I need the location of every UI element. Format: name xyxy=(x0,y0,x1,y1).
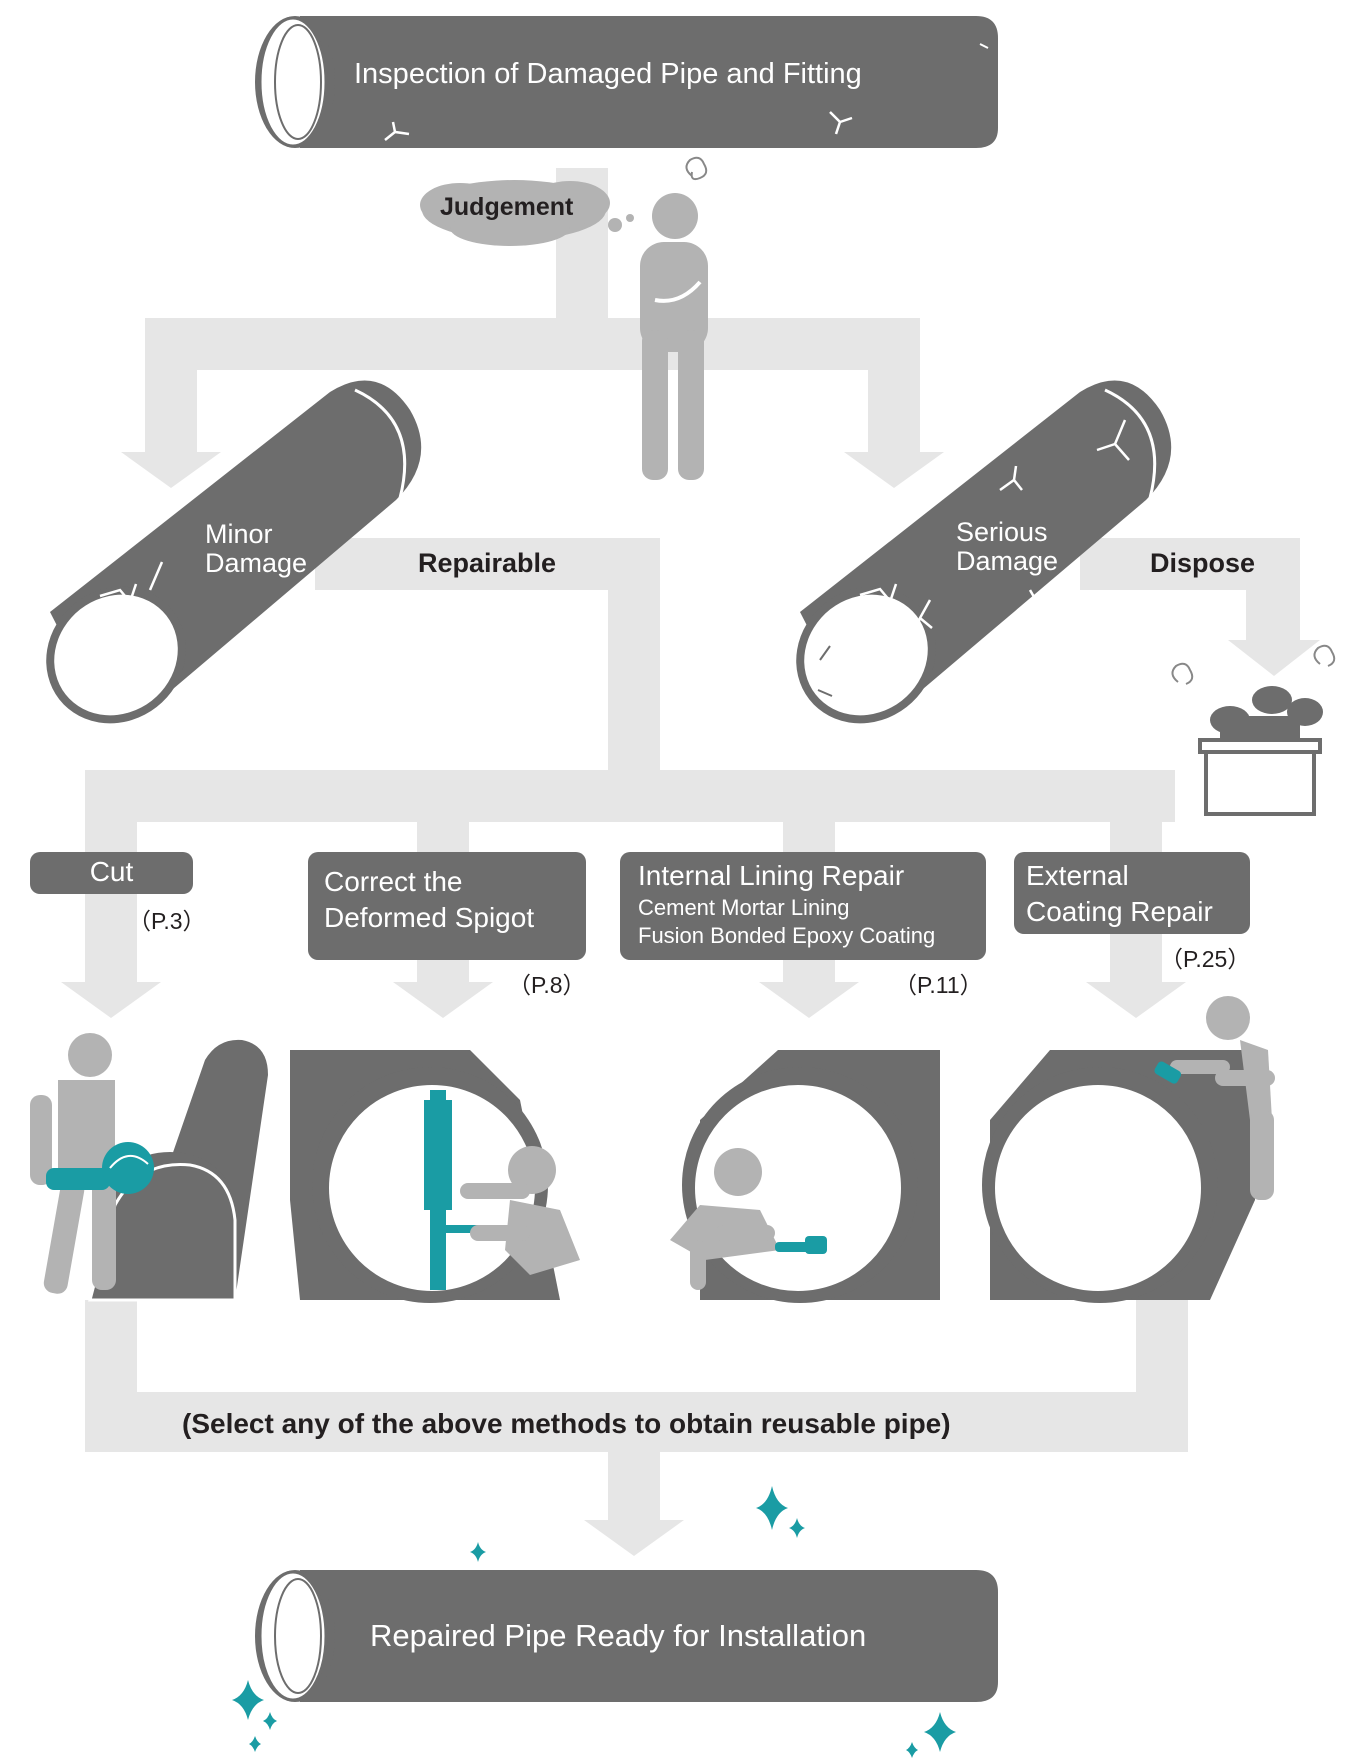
sparkle-icon xyxy=(249,1736,261,1752)
sparkle-icon xyxy=(924,1712,956,1752)
inspection-pipe xyxy=(255,16,998,148)
external-coating-illustration xyxy=(982,996,1275,1303)
method-correct-spigot-box: Correct the Deformed Spigot xyxy=(308,852,586,960)
method-correct-spigot-title-line1: Correct the xyxy=(324,866,463,897)
judgement-label: Judgement xyxy=(440,193,574,221)
minor-damage-label: Minor Damage xyxy=(205,520,307,578)
sparkle-icon xyxy=(470,1542,486,1562)
sparkle-icon xyxy=(232,1680,264,1720)
method-correct-spigot-page: （P.8） xyxy=(508,972,586,998)
select-note: (Select any of the above methods to obta… xyxy=(182,1408,951,1439)
inspection-title: Inspection of Damaged Pipe and Fitting xyxy=(354,58,862,90)
sparkle-icon xyxy=(906,1742,918,1758)
serious-damage-line2: Damage xyxy=(956,546,1059,576)
dispose-box xyxy=(1171,644,1336,816)
serious-damage-line1: Serious xyxy=(956,517,1048,547)
flow-connectors xyxy=(61,168,1320,1556)
minor-damage-line2: Damage xyxy=(205,548,308,578)
dispose-label: Dispose xyxy=(1150,548,1256,578)
repaired-pipe xyxy=(255,1570,998,1702)
method-cut-title: Cut xyxy=(89,856,134,887)
minor-damage-line1: Minor xyxy=(205,519,273,549)
method-external-coating-box: External Coating Repair xyxy=(1014,852,1250,934)
repairable-label: Repairable xyxy=(418,548,557,578)
correct-spigot-illustration xyxy=(290,1050,580,1303)
method-external-coating-page: （P.25） xyxy=(1160,946,1251,972)
method-correct-spigot-title-line2: Deformed Spigot xyxy=(324,902,535,933)
sparkle-icon xyxy=(756,1486,788,1530)
method-cut-box: Cut xyxy=(30,852,193,894)
method-internal-lining-sub1: Cement Mortar Lining xyxy=(638,895,850,920)
minor-damage-pipe xyxy=(46,380,422,724)
thinking-person xyxy=(640,156,708,480)
judgement-thought-cloud xyxy=(420,180,634,246)
cut-illustration xyxy=(30,1033,268,1302)
sparkle-icon xyxy=(263,1712,277,1730)
internal-lining-illustration xyxy=(670,1050,940,1303)
final-title: Repaired Pipe Ready for Installation xyxy=(370,1618,867,1653)
method-cut-page: （P.3） xyxy=(128,908,206,934)
method-internal-lining-box: Internal Lining Repair Cement Mortar Lin… xyxy=(620,852,986,960)
method-external-coating-title-line2: Coating Repair xyxy=(1026,896,1213,927)
serious-damage-pipe xyxy=(796,380,1172,724)
sparkle-icon xyxy=(789,1518,805,1538)
serious-damage-label: Serious Damage xyxy=(956,518,1058,576)
method-external-coating-title-line1: External xyxy=(1026,860,1129,891)
method-internal-lining-page: （P.11） xyxy=(894,972,983,998)
method-internal-lining-sub2: Fusion Bonded Epoxy Coating xyxy=(638,923,936,948)
method-internal-lining-title: Internal Lining Repair xyxy=(638,860,905,891)
sparkles xyxy=(232,1486,956,1758)
